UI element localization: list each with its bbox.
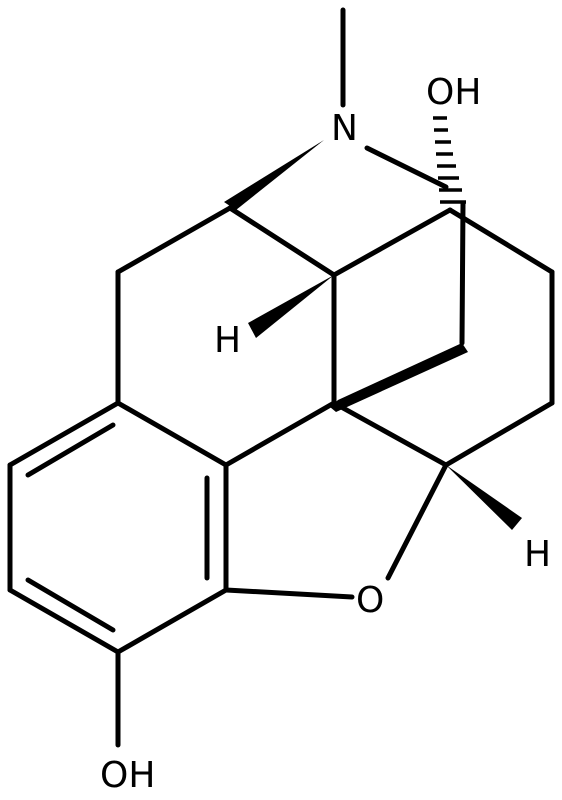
bond-c8-c7 — [447, 207, 555, 275]
bond-c5-o — [385, 462, 449, 581]
bond-n-c16 — [364, 145, 449, 190]
atom-label-hydrogen-left: H — [214, 320, 241, 361]
bond-c9-c14 — [227, 205, 337, 278]
bond-bridge-upper — [459, 200, 466, 346]
bond-c3-c2-double — [25, 577, 116, 633]
wedge-bond-c5-h — [446, 465, 522, 530]
bond-c13-c12 — [223, 400, 337, 468]
bond-c1-c11-double — [25, 422, 116, 478]
bond-c11-c12 — [115, 400, 229, 468]
bond-c6-c5 — [443, 400, 555, 468]
bond-c3-c2 — [7, 587, 121, 655]
atom-label-nitrogen: N — [331, 108, 358, 149]
bond-c14-c8 — [331, 207, 453, 278]
bond-c1-c11 — [7, 400, 121, 468]
bond-c13-c5 — [331, 400, 449, 468]
bond-c9-c10 — [115, 205, 233, 275]
hashed-bond-c-oh — [433, 116, 466, 204]
atom-label-hydroxyl-top: OH — [426, 72, 481, 113]
wedge-bond-bridge-c13 — [330, 343, 468, 412]
atom-label-hydroxyl-bottom: OH — [100, 755, 155, 796]
bond-c4-c3 — [115, 587, 229, 655]
bond-o-c4 — [223, 587, 355, 600]
wedge-bond-c14-h — [248, 275, 334, 338]
atom-label-hydrogen-right: H — [524, 534, 551, 575]
atom-label-oxygen-ring: O — [356, 580, 384, 621]
wedge-bond-n-c9 — [224, 140, 324, 210]
